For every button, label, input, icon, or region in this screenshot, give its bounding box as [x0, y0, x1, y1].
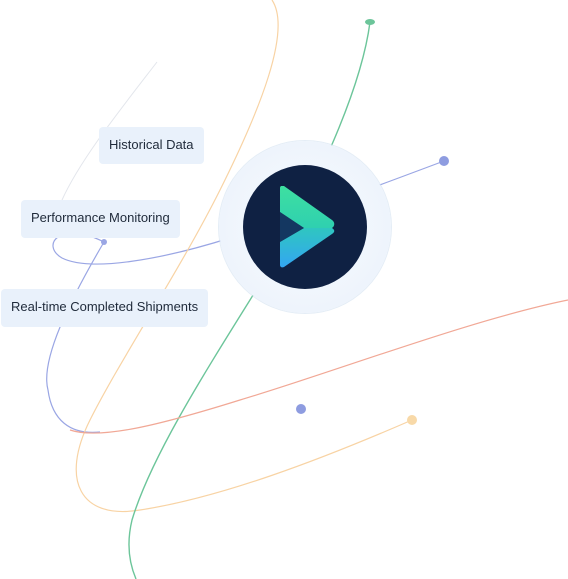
orbit-dot-blue-small	[101, 239, 107, 245]
orbit-dot-blue-top	[439, 156, 449, 166]
play-chevron-logo-icon	[280, 186, 335, 268]
feature-historical-data: Historical Data	[99, 127, 204, 164]
feature-realtime-shipments: Real-time Completed Shipments	[1, 289, 209, 327]
orbit-dot-green	[365, 19, 375, 25]
feature-performance-monitoring: Performance Monitoring	[21, 200, 180, 238]
orbit-orange	[75, 0, 413, 512]
logo-badge	[243, 165, 367, 289]
orbit-dot-orange	[407, 415, 417, 425]
orbit-red	[69, 299, 568, 434]
orbit-dot-blue-bottom	[296, 404, 306, 414]
orbit-green	[128, 21, 371, 579]
